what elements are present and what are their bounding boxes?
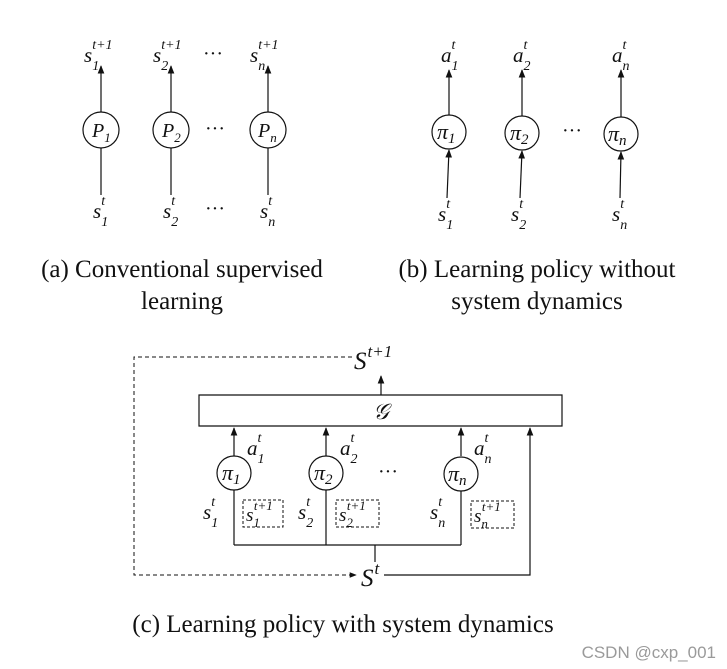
panel-b-bottom-label-1: s1t <box>438 197 453 233</box>
panel-c-state-label-2: s2t <box>298 495 313 531</box>
panel-c-node-n-label: πn <box>448 461 467 489</box>
panel-b-bottom-label-n: snt <box>612 197 627 233</box>
panel-c-top-state: St+1 <box>354 342 392 375</box>
panel-b-caption-line2: system dynamics <box>451 288 623 315</box>
panel-b-arrow-in-2 <box>518 150 526 198</box>
panel-b-arrow-in-n <box>617 151 625 198</box>
panel-a-bottom-ellipsis: ··· <box>205 198 225 220</box>
panel-b-top-label-2: a2t <box>513 38 531 74</box>
panel-c: St+1 𝒢 a1t a2t ant π1 π2 πn ··· s1t s2t … <box>132 342 562 638</box>
panel-c-next-state-label-2: s2t+1 <box>339 498 366 530</box>
panel-a-caption-line2: learning <box>141 288 223 315</box>
panel-c-feedback-loop <box>134 357 357 578</box>
panel-a-mid-ellipsis: ··· <box>205 118 225 140</box>
panel-a-node-n-label: Pn <box>257 120 277 145</box>
panel-c-state-label-n: snt <box>430 495 445 531</box>
panel-a-node-1-label: P1 <box>91 120 111 145</box>
panel-c-next-state-label-1: s1t+1 <box>246 498 273 530</box>
panel-c-arrow-state-to-model <box>384 427 534 575</box>
panel-c-next-state-label-n: snt+1 <box>474 499 501 531</box>
panel-c-next-state-box-n <box>471 501 514 528</box>
panel-a-caption-line1: (a) Conventional supervised <box>41 256 323 283</box>
panel-a-top-label-1: s1 t+1 <box>84 38 113 74</box>
panel-c-node-1-label: π1 <box>222 460 241 488</box>
panel-b-node-1 <box>432 115 466 149</box>
panel-c-action-label-1: a1t <box>247 431 265 467</box>
panel-b: a1t a2t ant π1 π2 πn ··· s1t s2t snt (b)… <box>398 38 675 315</box>
panel-a-bottom-label-2: s2t <box>163 194 178 230</box>
panel-a-top-label-1-sub: 1 <box>92 59 99 74</box>
panel-b-node-1-label: π1 <box>437 119 456 147</box>
panel-a-node-2-label: P2 <box>161 120 181 145</box>
panel-c-caption: (c) Learning policy with system dynamics <box>132 611 553 638</box>
panel-c-next-state-box-1 <box>243 500 283 527</box>
panel-c-bottom-state: St <box>361 559 381 592</box>
panel-b-bottom-label-2: s2t <box>511 197 526 233</box>
panel-a-bottom-label-n: snt <box>260 194 275 230</box>
panel-a: s1 t+1 s2t+1 ··· snt+1 P1 P2 Pn ··· s1t s… <box>41 38 323 315</box>
panel-a-top-label-1-sup: t+1 <box>92 38 112 53</box>
panel-c-model-label: 𝒢 <box>373 399 392 424</box>
panel-b-caption-line1: (b) Learning policy without <box>398 256 675 283</box>
panel-a-top-label-1-base: s <box>84 43 92 67</box>
panel-b-node-2-label: π2 <box>510 120 529 148</box>
panel-c-model-box <box>199 395 562 426</box>
panel-c-node-2-label: π2 <box>314 460 333 488</box>
panel-a-bottom-label-1: s1t <box>93 194 108 230</box>
panel-b-node-n <box>604 117 638 151</box>
panel-c-state-label-1: s1t <box>203 495 218 531</box>
panel-c-ellipsis: ··· <box>378 461 398 483</box>
panel-c-action-label-2: a2t <box>340 431 358 467</box>
panel-b-arrow-in-1 <box>445 149 453 198</box>
panel-b-top-label-n: ant <box>612 38 630 74</box>
panel-a-top-label-2: s2t+1 <box>153 38 182 74</box>
watermark: CSDN @cxp_001 <box>582 643 716 662</box>
panel-c-action-label-n: ant <box>474 431 492 467</box>
panel-a-top-label-n: snt+1 <box>250 38 279 74</box>
panel-b-node-n-label: πn <box>608 121 627 149</box>
panel-c-next-state-box-2 <box>336 500 379 527</box>
panel-a-top-ellipsis: ··· <box>203 43 223 65</box>
panel-b-mid-ellipsis: ··· <box>562 120 582 142</box>
panel-b-node-2 <box>505 116 539 150</box>
panel-b-top-label-1: a1t <box>441 38 459 74</box>
